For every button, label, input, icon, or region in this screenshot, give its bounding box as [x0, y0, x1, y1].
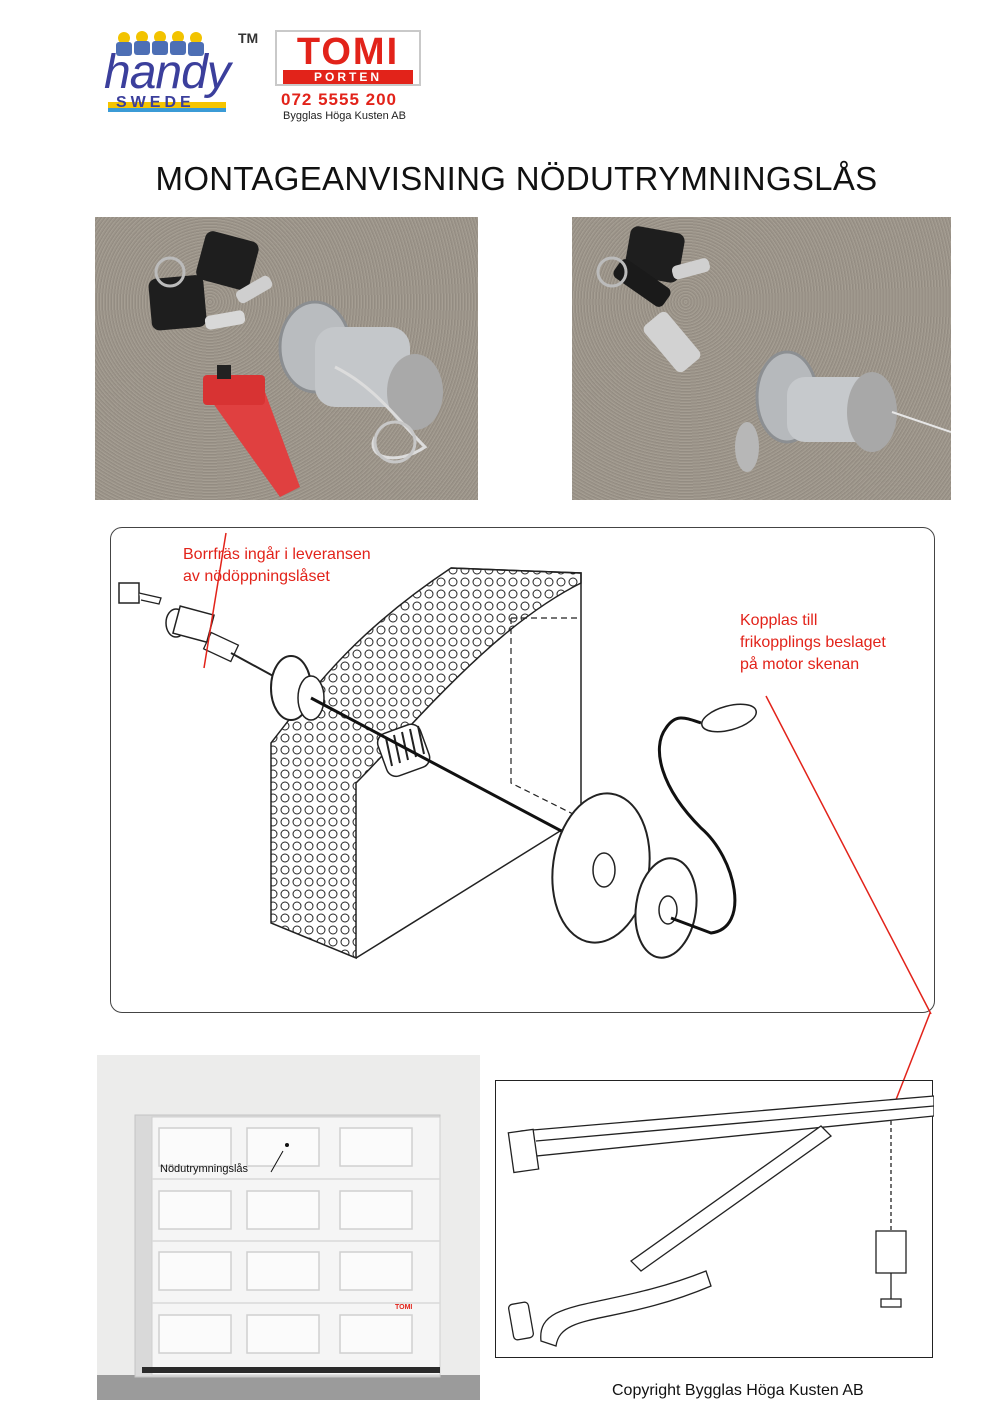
key-icon	[118, 582, 162, 605]
hole-saw-icon	[203, 365, 300, 497]
door-panels	[158, 1127, 413, 1354]
lock-cylinder-icon	[165, 605, 325, 721]
cable-loop-icon	[701, 703, 757, 733]
callout-line: frikopplings beslaget	[740, 634, 886, 651]
tomi-porten-logo: TOMI PORTEN	[275, 30, 421, 86]
motor-rail-drawing	[495, 1080, 935, 1358]
company-name: Bygglas Höga Kusten AB	[283, 110, 406, 122]
tomi-logo-sub: PORTEN	[283, 70, 413, 84]
photo-lock-kit	[95, 217, 478, 500]
page-title: MONTAGEANVISNING NÖDUTRYMNINGSLÅS	[155, 160, 878, 197]
callout-line: Kopplas till	[740, 612, 818, 629]
photo-assembled-lock	[572, 217, 952, 500]
handy-logo-sub: SWEDE	[116, 94, 195, 111]
phone-number: 072 5555 200	[281, 90, 397, 109]
door-brand-badge: TOMI	[395, 1304, 413, 1311]
callout-hole-saw: Borrfräs ingår i leveransen av nödöppnin…	[183, 544, 483, 588]
callout-line: Borrfräs ingår i leveransen	[183, 546, 371, 563]
handy-logo-word: handy	[104, 46, 231, 99]
workers-illustration	[116, 31, 204, 56]
copyright-text: Copyright Bygglas Höga Kusten AB	[612, 1382, 864, 1399]
exploded-diagram-frame	[110, 527, 935, 1015]
spring-icon	[376, 723, 431, 778]
tomi-logo-word: TOMI	[296, 31, 400, 73]
arm-icon	[508, 1125, 833, 1347]
keys-icon	[148, 231, 273, 331]
callout-connect: Kopplas till frikopplings beslaget på mo…	[740, 610, 940, 676]
lock-cylinder-icon	[643, 311, 952, 472]
trademark-mark: TM	[238, 30, 259, 46]
callout-line: på motor skenan	[740, 656, 860, 673]
rail-icon	[507, 1095, 935, 1174]
keys-icon	[596, 226, 711, 307]
door-lock-label: Nödutrymningslås	[160, 1163, 249, 1175]
handy-swede-logo: handy SWEDE	[102, 28, 242, 128]
lock-point-icon	[285, 1143, 289, 1147]
washer-icon	[551, 792, 698, 959]
garage-door-image	[97, 1055, 480, 1400]
callout-line: av nödöppningslåset	[183, 568, 330, 585]
lock-cylinder-icon	[278, 300, 443, 464]
release-handle-icon	[875, 1121, 907, 1308]
